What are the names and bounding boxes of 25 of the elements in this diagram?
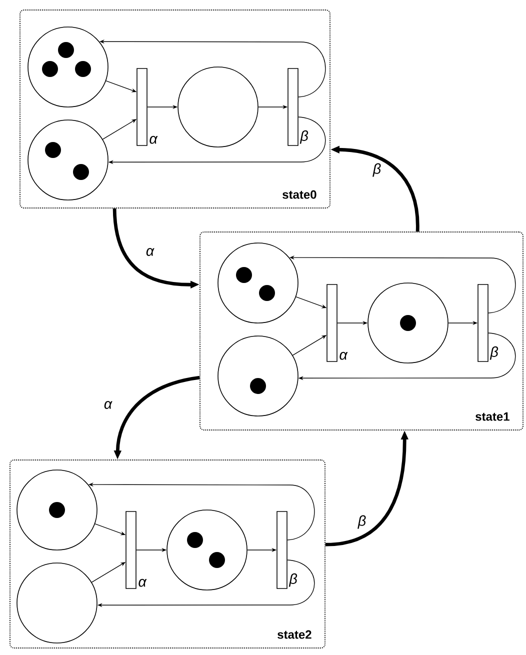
place-circle [166,510,248,590]
transition-label: β [288,573,298,587]
transition-bar [136,68,148,146]
place-circle [368,282,448,364]
place-circle [16,470,98,550]
edge-label: α [102,400,114,410]
transition-label: α [138,578,147,587]
transition-bar [288,68,298,146]
edge-label: β [372,162,382,178]
place-circle [16,562,98,644]
place-circle [28,26,108,108]
place-circle [178,66,258,148]
transition-bar [126,511,136,589]
transition-bar [326,284,338,362]
edge-label: β [356,514,368,530]
transition-bar [478,284,488,362]
place-circle [28,120,108,200]
transition-label: β [490,346,498,360]
transition-label: β [300,130,308,144]
edge-label: α [144,247,156,257]
transition-bar [276,511,288,589]
transition-label: α [340,352,348,360]
place-circle [218,336,298,416]
transition-label: α [150,136,158,144]
place-circle [218,242,298,324]
